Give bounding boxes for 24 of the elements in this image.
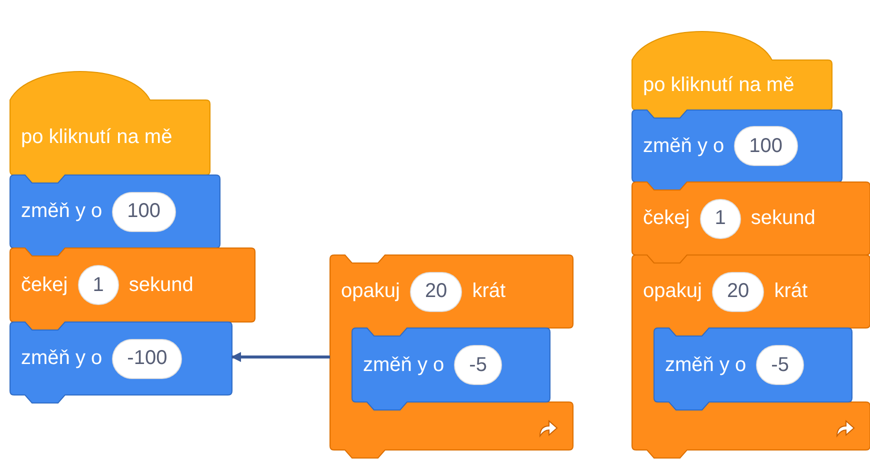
block-label: sekund: [128, 274, 194, 296]
arrow: [231, 352, 330, 362]
block-label: po kliknutí na mě: [21, 126, 172, 149]
loop-block: [632, 255, 870, 458]
block-label: změň y o: [643, 134, 724, 158]
block-label: krát: [774, 280, 808, 303]
block-label: změň y o: [665, 354, 746, 376]
hat-block: [10, 68, 210, 183]
block-label: čekej: [643, 207, 690, 230]
block-label: opakuj: [643, 280, 702, 303]
block-label: sekund: [750, 207, 816, 230]
hat-block: [632, 28, 832, 118]
command-block: [654, 328, 852, 410]
loop-block: [330, 255, 573, 458]
block-label: po kliknutí na mě: [643, 74, 794, 96]
command-block: [10, 322, 232, 403]
command-block: [10, 248, 255, 330]
block-label: změň y o: [21, 200, 102, 223]
block-label: změň y o: [363, 354, 444, 376]
block-label: krát: [472, 280, 506, 303]
block-label: změň y o: [21, 347, 102, 370]
block-label: čekej: [21, 274, 68, 296]
block-label: opakuj: [341, 280, 400, 303]
command-block: [352, 328, 550, 410]
